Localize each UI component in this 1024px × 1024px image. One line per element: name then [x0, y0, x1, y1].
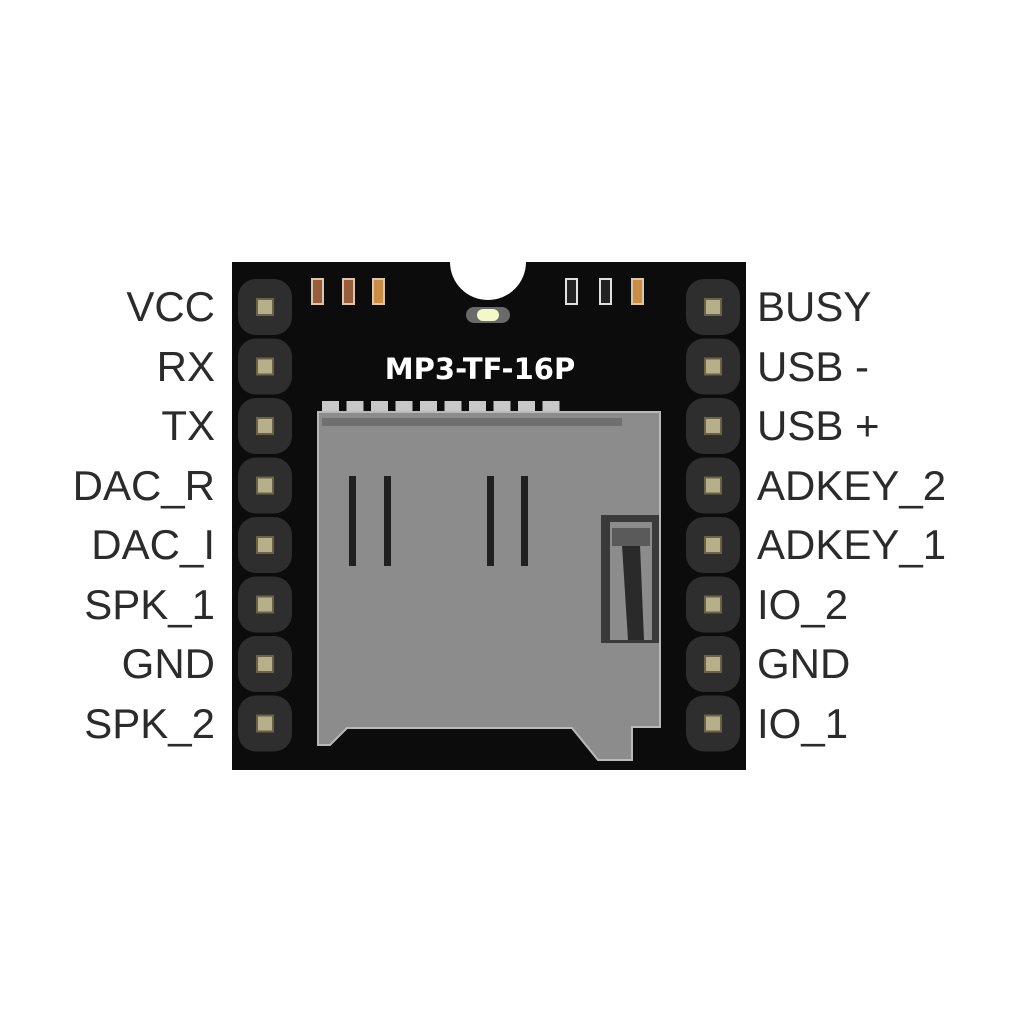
sd-contact-1	[322, 401, 339, 413]
capacitor-1	[372, 278, 385, 305]
pin-header-left	[238, 279, 292, 752]
resistor-2	[342, 278, 355, 305]
pin-label-left-7: GND	[121, 640, 215, 687]
pin-label-right-4: ADKEY_2	[757, 461, 947, 509]
status-led-light	[477, 309, 499, 321]
sd-contact-2	[346, 401, 364, 413]
pin-pad-left-8	[256, 714, 274, 733]
pin-label-right-7: GND	[757, 640, 851, 687]
resistor-1	[311, 278, 324, 305]
slot-line-3	[487, 476, 494, 566]
pin-pad-right-4	[704, 476, 722, 495]
slot-line-2	[384, 476, 391, 566]
pin-label-left-8: SPK_2	[84, 699, 215, 747]
pin-label-right-1: BUSY	[757, 283, 872, 330]
pin-pad-right-3	[704, 417, 722, 435]
sd-contact-3	[371, 401, 388, 413]
pin-pad-right-2	[704, 357, 722, 376]
pin-pad-right-1	[704, 298, 722, 316]
sd-contact-10	[542, 401, 560, 413]
pin-pad-right-7	[704, 655, 722, 673]
pin-pad-right-6	[704, 595, 722, 614]
pin-label-right-6: IO_2	[757, 580, 849, 628]
slot-line-1	[349, 476, 356, 566]
latch-arm	[622, 545, 644, 640]
pin-pad-right-5	[704, 536, 722, 554]
pin-label-left-3: TX	[161, 402, 215, 449]
pin-label-left-6: SPK_1	[84, 580, 215, 628]
pin-label-left-4: DAC_R	[72, 461, 215, 509]
sd-contact-8	[493, 401, 511, 413]
sd-slot-shadow	[322, 418, 622, 426]
pin-pad-left-5	[256, 536, 274, 554]
pin-pad-left-6	[256, 595, 274, 614]
slot-line-4	[521, 476, 528, 566]
sd-contact-7	[469, 401, 486, 413]
pin-pad-left-2	[256, 357, 274, 376]
sd-card-slot	[317, 411, 661, 761]
pin-label-right-5: ADKEY_1	[757, 521, 947, 568]
resistor-3	[565, 278, 578, 305]
pin-label-right-8: IO_1	[757, 699, 849, 747]
sd-contact-4	[395, 401, 413, 413]
pin-pad-left-7	[256, 655, 274, 673]
pin-label-left-1: VCC	[126, 283, 215, 330]
pin-label-left-2: RX	[156, 342, 215, 390]
pin-pad-left-3	[256, 417, 274, 435]
pin-pad-right-8	[704, 714, 722, 733]
pin-label-left-5: DAC_I	[91, 521, 215, 568]
sd-contact-6	[444, 401, 462, 413]
pin-pad-left-1	[256, 298, 274, 316]
pin-label-right-3: USB +	[757, 402, 880, 449]
board-title: MP3-TF-16P	[384, 352, 576, 386]
pin-label-right-2: USB -	[757, 342, 870, 390]
sd-contact-9	[518, 401, 535, 413]
resistor-4	[599, 278, 612, 305]
sd-contacts	[322, 401, 560, 413]
latch-head	[612, 528, 650, 546]
pin-header-right	[686, 279, 740, 752]
capacitor-2	[631, 278, 644, 305]
sd-contact-5	[420, 401, 437, 413]
pin-pad-left-4	[256, 476, 274, 495]
